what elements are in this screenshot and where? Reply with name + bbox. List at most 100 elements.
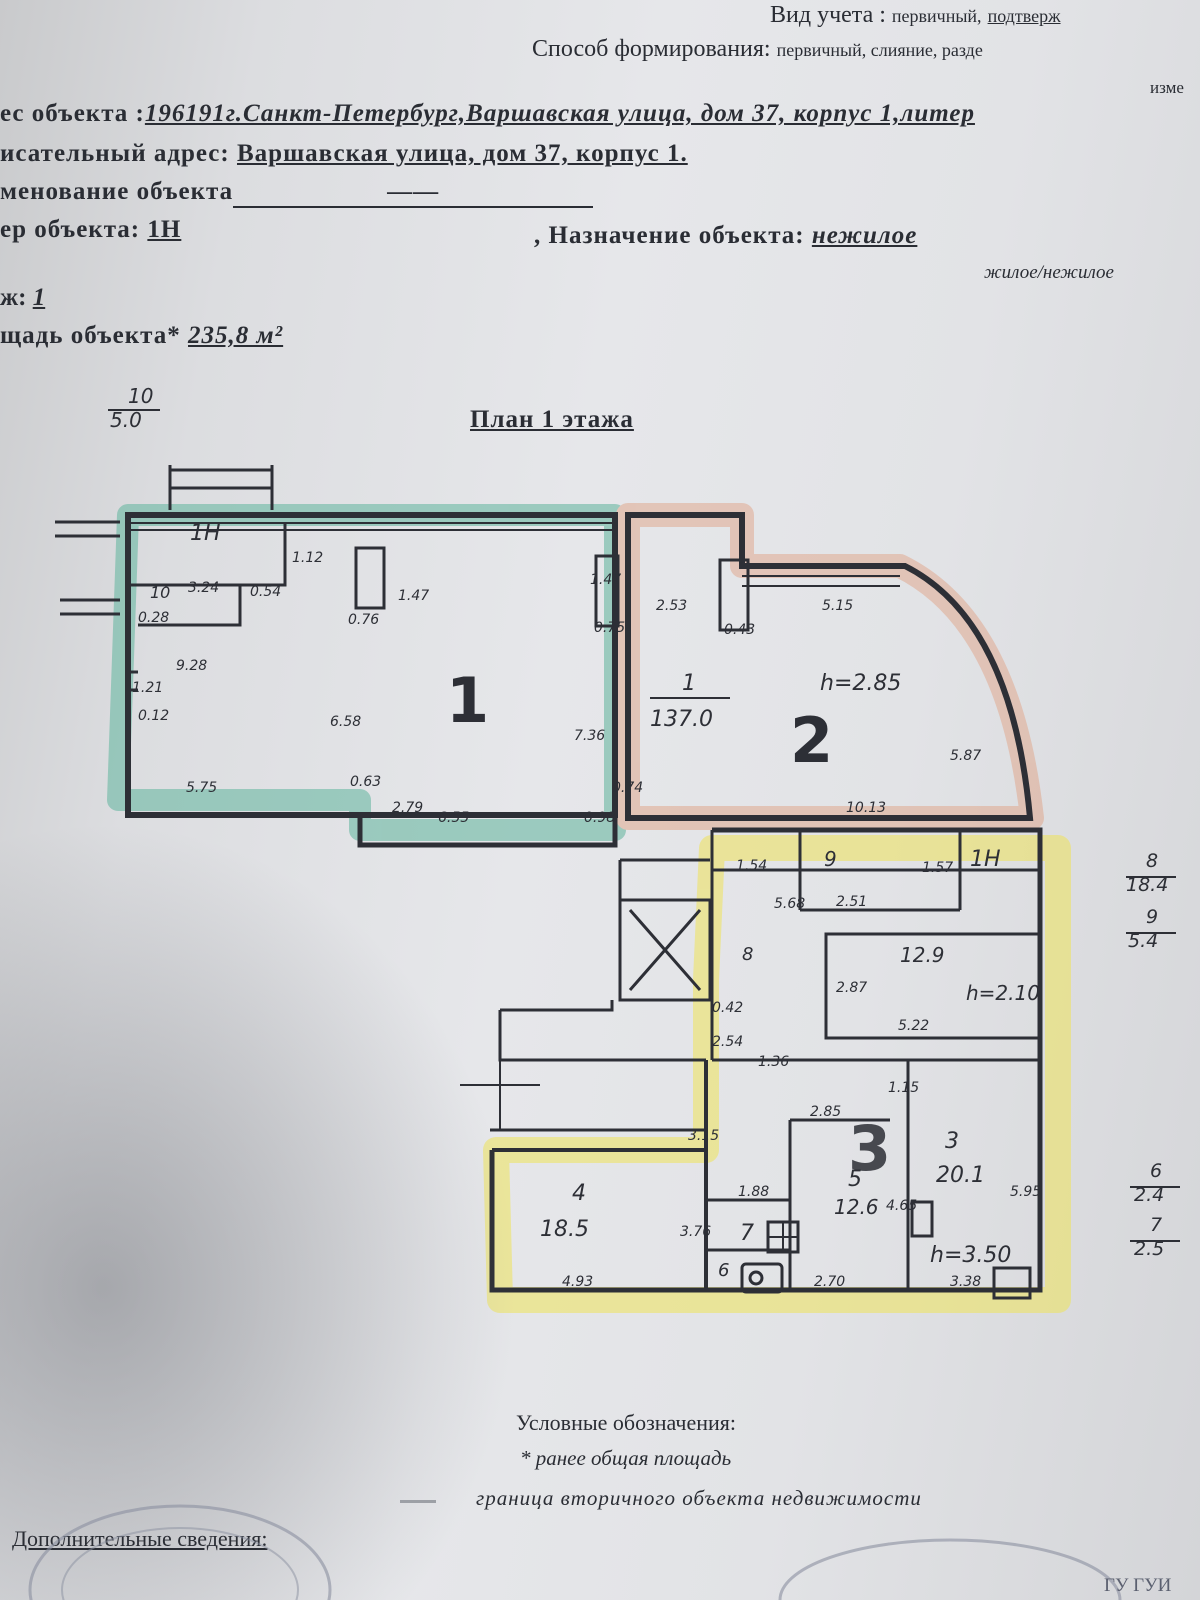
column: [718, 558, 750, 632]
dimension-label: 2.79: [392, 800, 423, 816]
dimension-label: 1.47: [590, 572, 621, 588]
unit-label: 1Н: [970, 847, 1001, 872]
object-area: щадь объекта* 235,8 м²: [0, 322, 284, 349]
room-5-wall: [788, 1060, 910, 1290]
stove-fixture: [992, 1266, 1032, 1300]
dimension-label: 2.85: [810, 1104, 841, 1120]
side-note-bottom: 18.4: [1126, 874, 1169, 896]
adjacent-wall: [490, 1000, 708, 1132]
dimension-label: 0.43: [724, 622, 755, 638]
side-note-line: [1130, 1240, 1180, 1242]
room-2-wall: [824, 932, 1042, 1040]
room-5-number: 5: [848, 1167, 862, 1192]
corridor-wall: [712, 830, 1040, 912]
wall-block-2: [625, 512, 1034, 821]
room-1-number: 1: [682, 671, 696, 696]
corner-fraction-line: [108, 409, 160, 411]
sink-fixture: [768, 1222, 798, 1252]
dimension-label: 2.51: [836, 894, 867, 910]
side-note-top: 9: [1146, 906, 1159, 928]
dimension-label: 7.36: [574, 728, 605, 744]
stamp-text: ГУ ГУИ: [1104, 1575, 1172, 1596]
descriptive-address: исательный адрес: Варшавская улица, дом …: [0, 140, 688, 167]
side-note-line: [1126, 876, 1176, 878]
room-9-number: 9: [824, 847, 837, 871]
side-note-bottom: 2.5: [1134, 1238, 1165, 1260]
dimension-label: 0.42: [712, 1000, 743, 1016]
corner-fraction-top: 10: [128, 384, 154, 408]
zone-1-number: 1: [446, 664, 489, 737]
dimension-label: 0.63: [350, 774, 381, 790]
side-note-line: [1126, 932, 1176, 934]
room-1-area: 137.0: [650, 707, 713, 732]
zone-2-number: 2: [790, 704, 833, 777]
object-address: ес объекта :196191г.Санкт-Петербург,Варш…: [0, 100, 975, 127]
legend-item-boundary: граница вторичного объекта недвижимости: [476, 1486, 922, 1510]
column: [354, 546, 386, 610]
unit-label: 1Н: [190, 521, 221, 546]
floor: ж: 1: [0, 284, 46, 311]
object-name: менование объекта——: [0, 178, 594, 208]
account-type: Вид учета : первичный, подтверж: [770, 2, 1061, 28]
inner-wall: [128, 523, 287, 587]
corner-fraction-bottom: 5.0: [110, 408, 142, 432]
legend-title: Условные обозначения:: [516, 1410, 737, 1435]
dimension-label: 5.75: [186, 780, 217, 796]
zone-3-number: 3: [848, 1112, 891, 1185]
side-note-top: 6: [1150, 1160, 1163, 1182]
formation-cut: изме: [1150, 78, 1184, 97]
dimension-label: 3.24: [188, 580, 219, 596]
toilet-fixture: [740, 1262, 784, 1294]
side-note-line: [1130, 1186, 1180, 1188]
dimension-label: 1.15: [888, 1080, 919, 1096]
window-band: [128, 514, 615, 531]
room-7-number: 7: [740, 1221, 754, 1246]
room-5-area: 12.6: [834, 1195, 879, 1219]
side-note-top: 7: [1150, 1214, 1163, 1236]
dimension-label: 1.36: [758, 1054, 789, 1070]
room-8-number: 8: [742, 944, 753, 965]
room-4-number: 4: [572, 1181, 586, 1206]
room-4-area: 18.5: [540, 1217, 589, 1242]
dimension-label: 0.98: [584, 810, 615, 826]
dimension-label: 2.70: [814, 1274, 845, 1290]
dimension-label: 10.13: [846, 800, 886, 816]
dimension-label: 2.54: [712, 1034, 743, 1050]
inner-wall: [138, 585, 242, 627]
dimension-label: 6.58: [330, 714, 361, 730]
dimension-label: 4.93: [562, 1274, 593, 1290]
dimension-label: 0.75: [594, 620, 625, 636]
stair-wall: [618, 858, 710, 900]
room-10-number: 10: [150, 583, 170, 602]
dimension-label: 3.15: [688, 1128, 719, 1144]
plan-title: План 1 этажа: [470, 406, 634, 433]
room-2-height: h=2.10: [966, 981, 1040, 1005]
room-6-number: 6: [718, 1260, 729, 1281]
dimension-label: 9.28: [176, 658, 207, 674]
formation-method: Способ формирования: первичный, слияние,…: [532, 36, 983, 62]
dimension-label: 5.15: [822, 598, 853, 614]
dimension-label: 5.87: [950, 748, 981, 764]
room-6-7-wall: [706, 1198, 790, 1252]
dimension-label: 1.12: [292, 550, 323, 566]
dimension-label: 5.22: [898, 1018, 929, 1034]
dimension-label: 5.68: [774, 896, 805, 912]
room-3-area: 20.1: [936, 1163, 985, 1188]
dimension-label: 1.57: [922, 860, 953, 876]
room-3-height: h=3.50: [930, 1243, 1011, 1268]
dimension-label: 1.47: [398, 588, 429, 604]
side-note-bottom: 5.4: [1128, 930, 1159, 952]
inner-wall: [710, 830, 1040, 1062]
legend-item-asterisk: * ранее общая площадь: [520, 1446, 732, 1470]
radiator-fixture: [910, 1200, 934, 1238]
object-purpose: , Назначение объекта: нежилое: [534, 222, 918, 249]
balcony: [168, 465, 274, 510]
exterior-wall-stub: [55, 520, 120, 616]
inner-wall: [128, 670, 138, 692]
dimension-label: 1.21: [132, 680, 163, 696]
additional-info-label: Дополнительные сведения:: [12, 1526, 268, 1551]
dimension-label: 1.54: [736, 858, 767, 874]
stair-shaft: [618, 898, 712, 1002]
side-note-bottom: 2.4: [1134, 1184, 1165, 1206]
object-letter: ер объекта: 1Н: [0, 216, 182, 243]
